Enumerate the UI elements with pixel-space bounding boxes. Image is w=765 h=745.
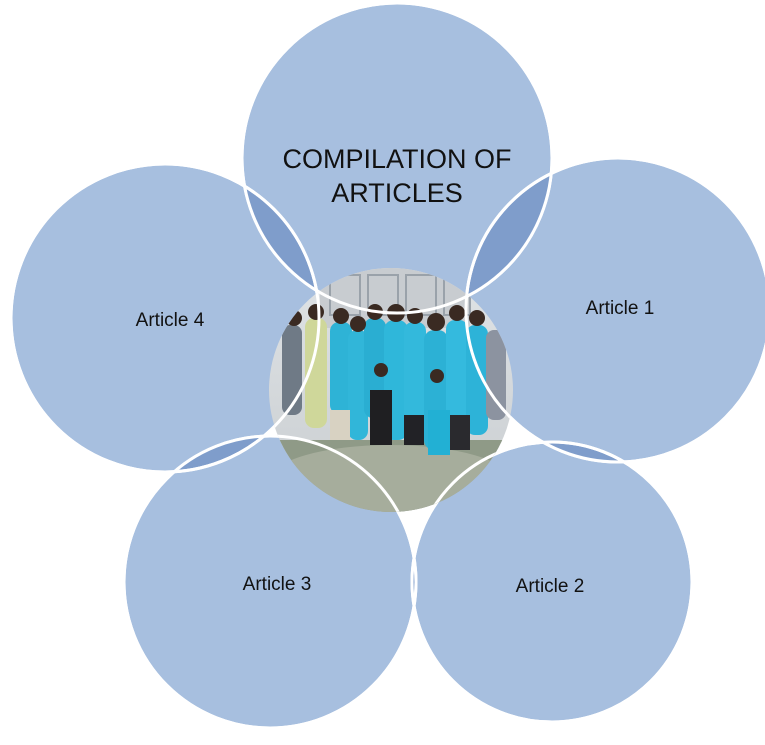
center-photo — [269, 268, 513, 512]
label-article-1: Article 1 — [585, 298, 655, 319]
label-article-2: Article 2 — [515, 576, 585, 597]
label-article-3: Article 3 — [242, 574, 312, 595]
photo-arc-left — [269, 268, 321, 474]
photo-arc-top — [269, 268, 513, 315]
circle-outline-bottom-right — [410, 440, 694, 724]
circles-layer — [9, 1, 765, 730]
label-compilation: COMPILATION OF ARTICLES — [282, 144, 512, 208]
photo-arc-right — [464, 268, 513, 464]
label-article-4: Article 4 — [135, 310, 205, 331]
circle-outline-bottom-left — [122, 434, 418, 730]
